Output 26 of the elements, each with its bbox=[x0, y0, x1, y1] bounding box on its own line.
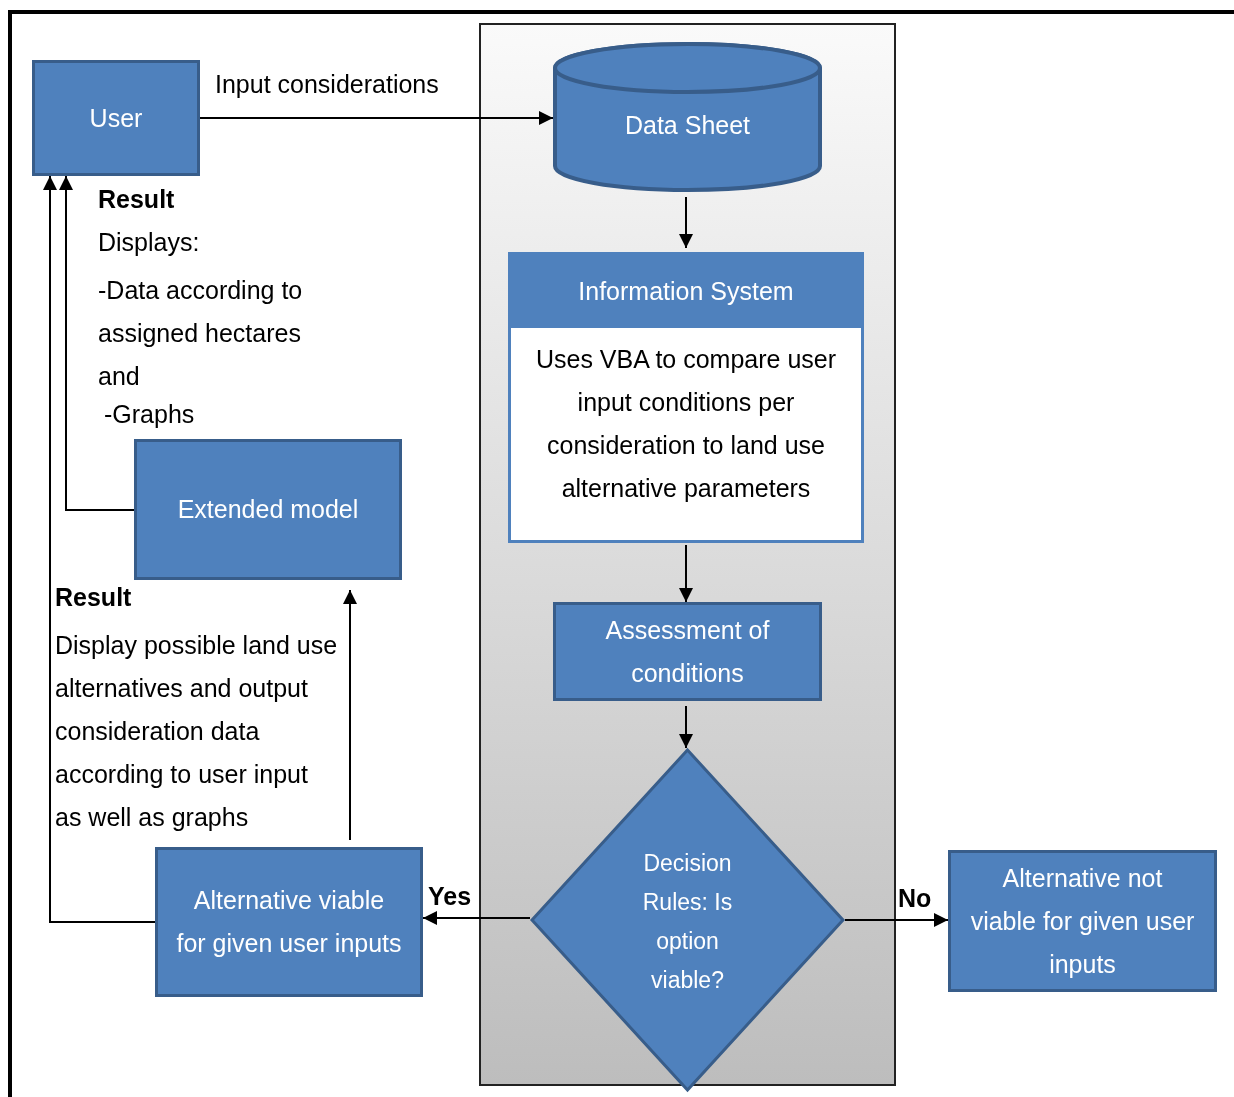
edge-label: Input considerations bbox=[215, 70, 439, 99]
process-box: Extended model bbox=[134, 439, 402, 580]
process-box: Assessment of conditions bbox=[553, 602, 822, 701]
process-box: Information System Uses VBA to compare user input conditions per consideration to land use alternative parameters bbox=[508, 252, 864, 543]
arrow bbox=[844, 913, 949, 927]
heading-text: Result bbox=[98, 184, 176, 215]
edge-label: No bbox=[898, 884, 932, 913]
process-box: Alternative viable for given user inputs bbox=[155, 847, 423, 997]
process-box: Alternative not viable for given user inputs bbox=[948, 850, 1217, 992]
heading-text: Result bbox=[55, 582, 133, 613]
arrow bbox=[679, 196, 693, 249]
edge-label: Yes bbox=[428, 882, 472, 911]
note-text: Displays: bbox=[98, 227, 201, 258]
arrow bbox=[422, 911, 531, 925]
database-cylinder: Data Sheet bbox=[553, 42, 822, 192]
process-box: User bbox=[32, 60, 200, 176]
arrow bbox=[343, 589, 357, 841]
note-text: Display possible land use alternatives and output consideration data according to user input as well as graphs bbox=[55, 630, 339, 833]
decision-diamond: Decision Rules: Is option viable? bbox=[530, 748, 845, 1092]
arrow bbox=[679, 705, 693, 749]
arrow bbox=[43, 175, 156, 923]
note-text: -Graphs bbox=[104, 399, 196, 430]
note-text: -Data according to assigned hectares and bbox=[98, 275, 304, 392]
arrow bbox=[679, 544, 693, 603]
arrow bbox=[59, 175, 135, 511]
arrow bbox=[199, 111, 554, 125]
